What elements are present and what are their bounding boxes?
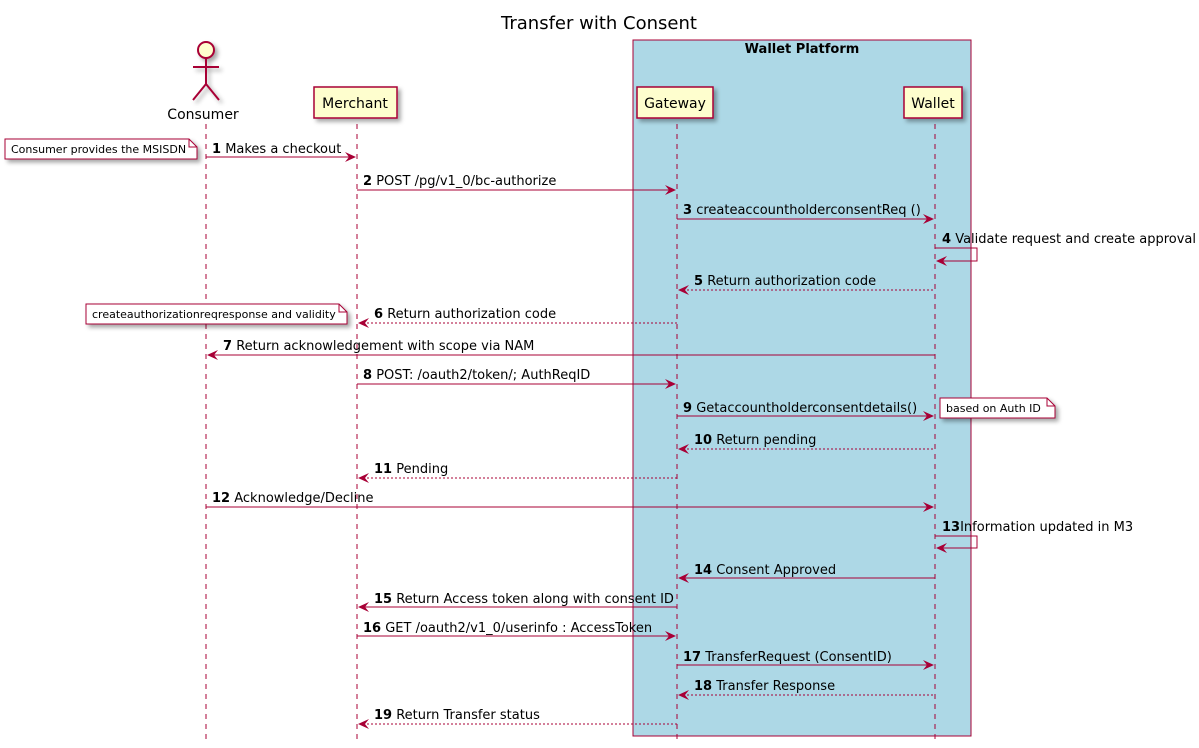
- note-msisdn-text: Consumer provides the MSISDN: [11, 143, 186, 156]
- message-9-text: Getaccountholderconsentdetails(): [696, 401, 917, 416]
- message-10-num: 10: [694, 433, 712, 448]
- consumer-actor: [192, 41, 220, 101]
- svg-text:19 Return Transfer status: 19 Return Transfer status: [374, 708, 540, 723]
- message-13-text: Information updated in M3: [960, 520, 1133, 535]
- wallet-participant: Wallet: [903, 86, 963, 119]
- message-12-text: Acknowledge/Decline: [234, 491, 373, 506]
- diagram-title: Transfer with Consent: [500, 13, 697, 34]
- svg-text:6 Return authorization code: 6 Return authorization code: [374, 307, 556, 322]
- message-4: 4 Validate request and create approval: [935, 232, 1196, 266]
- message-5-text: Return authorization code: [707, 274, 876, 289]
- message-4-text: Validate request and create approval: [955, 232, 1196, 247]
- message-6-text: Return authorization code: [387, 307, 556, 322]
- svg-text:3 createaccountholderconsentRe: 3 createaccountholderconsentReq (): [683, 203, 921, 218]
- message-8-text: POST: /oauth2/token/; AuthReqID: [376, 368, 590, 383]
- message-16: 16 GET /oauth2/v1_0/userinfo : AccessTok…: [357, 621, 676, 641]
- message-1: 1 Makes a checkout: [206, 142, 356, 162]
- svg-text:4 Validate request and create: 4 Validate request and create approval: [942, 232, 1196, 247]
- message-3-text: createaccountholderconsentReq (): [696, 203, 921, 218]
- message-17-text: TransferRequest (ConsentID): [704, 650, 892, 665]
- message-15-num: 15: [374, 592, 392, 607]
- message-14: 14 Consent Approved: [678, 563, 935, 583]
- message-8: 8 POST: /oauth2/token/; AuthReqID: [357, 368, 676, 389]
- message-15: 15 Return Access token along with consen…: [358, 592, 677, 612]
- message-19-num: 19: [374, 708, 392, 723]
- svg-text:14 Consent Approved: 14 Consent Approved: [694, 563, 836, 578]
- message-5: 5 Return authorization code: [678, 274, 935, 295]
- message-8-num: 8: [363, 368, 372, 383]
- message-2-num: 2: [363, 174, 372, 189]
- message-11: 11 Pending: [358, 462, 677, 483]
- message-4-num: 4: [942, 232, 951, 247]
- merchant-participant: Merchant: [313, 86, 398, 119]
- consumer-label: Consumer: [167, 107, 239, 123]
- gateway-label: Gateway: [644, 96, 706, 112]
- wallet-platform-box: Wallet Platform: [632, 39, 972, 737]
- message-2: 2 POST /pg/v1_0/bc-authorize: [357, 174, 676, 195]
- message-14-text: Consent Approved: [716, 563, 836, 578]
- message-10: 10 Return pending: [678, 433, 935, 454]
- svg-text:18 Transfer Response: 18 Transfer Response: [694, 679, 835, 694]
- message-19-text: Return Transfer status: [396, 708, 540, 723]
- message-6: 6 Return authorization code: [358, 307, 677, 328]
- gateway-participant: Gateway: [636, 86, 714, 119]
- lifelines: [205, 124, 936, 740]
- messages: 1 Makes a checkout 2 POST /pg/v1_0/bc-au…: [206, 142, 1196, 729]
- message-6-num: 6: [374, 307, 383, 322]
- message-5-num: 5: [694, 274, 703, 289]
- svg-text:5 Return authorization code: 5 Return authorization code: [694, 274, 876, 289]
- notes: Consumer provides the MSISDN createautho…: [4, 138, 1056, 419]
- message-18-text: Transfer Response: [715, 679, 835, 694]
- message-7-text: Return acknowledgement with scope via NA…: [236, 339, 534, 354]
- message-19: 19 Return Transfer status: [358, 708, 677, 729]
- message-12: 12 Acknowledge/Decline: [206, 491, 934, 512]
- message-3: 3 createaccountholderconsentReq (): [677, 203, 934, 224]
- note-msisdn: [4, 138, 198, 160]
- svg-text:9 Getaccountholderconsentdetai: 9 Getaccountholderconsentdetails(): [683, 401, 917, 416]
- note-auth-response: [85, 303, 348, 325]
- message-9-num: 9: [683, 401, 692, 416]
- wallet-platform-label: Wallet Platform: [745, 42, 860, 57]
- message-9: 9 Getaccountholderconsentdetails(): [677, 401, 934, 421]
- message-16-text: GET /oauth2/v1_0/userinfo : AccessToken: [385, 621, 652, 636]
- wallet-label: Wallet: [911, 96, 955, 112]
- svg-text:12 Acknowledge/Decline: 12 Acknowledge/Decline: [212, 491, 374, 506]
- message-17-num: 17: [683, 650, 701, 665]
- svg-text:2 POST /pg/v1_0/bc-authorize: 2 POST /pg/v1_0/bc-authorize: [363, 174, 556, 189]
- message-7-num: 7: [223, 339, 232, 354]
- note-auth-response-text: createauthorizationreqresponse and valid…: [92, 308, 336, 321]
- note-auth-id: [939, 397, 1056, 419]
- svg-text:13Information updated in M3: 13Information updated in M3: [942, 520, 1133, 535]
- svg-text:15 Return Access token along w: 15 Return Access token along with consen…: [374, 592, 674, 607]
- message-10-text: Return pending: [716, 433, 816, 448]
- message-17: 17 TransferRequest (ConsentID): [677, 650, 934, 670]
- svg-text:10 Return pending: 10 Return pending: [694, 433, 816, 448]
- message-11-num: 11: [374, 462, 392, 477]
- svg-text:11 Pending: 11 Pending: [374, 462, 448, 477]
- message-16-num: 16: [363, 621, 381, 636]
- merchant-label: Merchant: [322, 96, 388, 112]
- svg-text:17 TransferRequest (ConsentID): 17 TransferRequest (ConsentID): [683, 650, 892, 665]
- message-1-num: 1: [212, 142, 221, 157]
- message-18: 18 Transfer Response: [678, 679, 935, 700]
- message-18-num: 18: [694, 679, 712, 694]
- message-11-text: Pending: [396, 462, 448, 477]
- message-1-text: Makes a checkout: [225, 142, 341, 157]
- message-7: 7 Return acknowledgement with scope via …: [207, 339, 935, 360]
- note-auth-id-text: based on Auth ID: [946, 402, 1041, 415]
- message-15-text: Return Access token along with consent I…: [396, 592, 674, 607]
- message-12-num: 12: [212, 491, 230, 506]
- svg-text:8 POST: /oauth2/token/; AuthRe: 8 POST: /oauth2/token/; AuthReqID: [363, 368, 590, 383]
- message-14-num: 14: [694, 563, 712, 578]
- svg-text:16 GET /oauth2/v1_0/userinfo :: 16 GET /oauth2/v1_0/userinfo : AccessTok…: [363, 621, 652, 636]
- svg-text:1 Makes a checkout: 1 Makes a checkout: [212, 142, 341, 157]
- svg-text:7 Return acknowledgement with: 7 Return acknowledgement with scope via …: [223, 339, 534, 354]
- message-2-text: POST /pg/v1_0/bc-authorize: [376, 174, 556, 189]
- message-13: 13Information updated in M3: [935, 520, 1133, 553]
- message-13-num: 13: [942, 520, 960, 535]
- message-3-num: 3: [683, 203, 692, 218]
